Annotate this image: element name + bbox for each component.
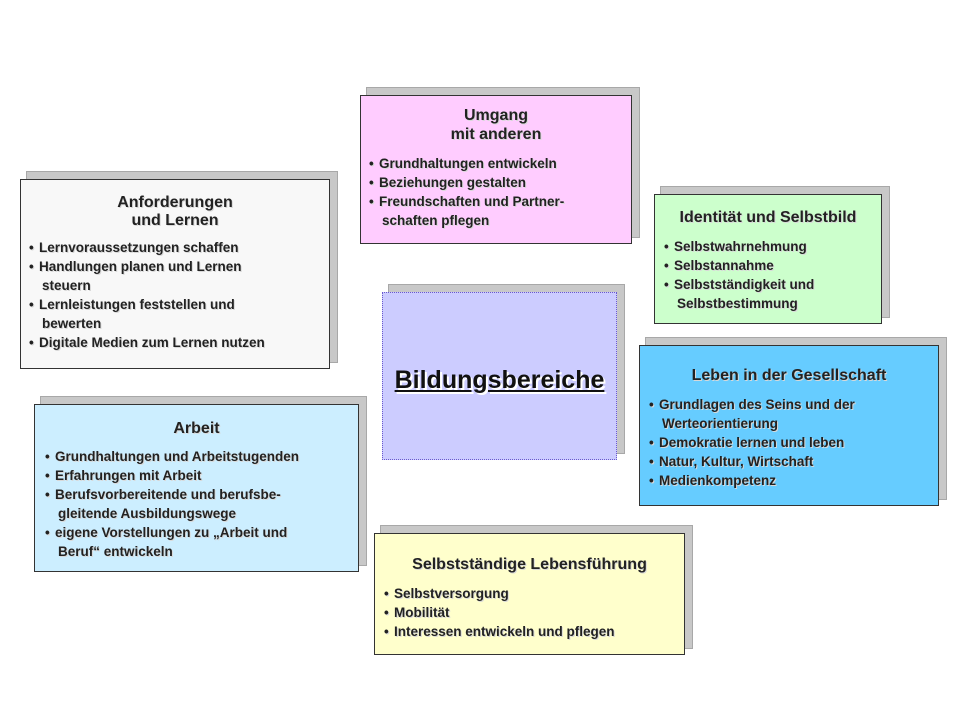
center-title: Bildungsbereiche: [394, 366, 605, 394]
list-item-line: Handlungen planen und Lernen: [39, 259, 242, 274]
list-item-continuation: gleitende Ausbildungswege: [58, 506, 237, 521]
identitaet-box: Identität und Selbstbild Selbstwahrnehmu…: [654, 194, 882, 324]
list-item: Freundschaften und Partner- schaften pfl…: [369, 192, 631, 230]
list-item: Berufsvorbereitende und berufsbe- gleite…: [45, 485, 358, 523]
list-item: Lernvoraussetzungen schaffen: [29, 238, 329, 257]
list-item: Grundhaltungen und Arbeitstugenden: [45, 447, 358, 466]
list-item-line: Berufsvorbereitende und berufsbe-: [55, 487, 281, 502]
identitaet-list: Selbstwahrnehmung Selbstannahme Selbstst…: [664, 237, 881, 313]
anforderungen-title: Anforderungen und Lernen: [21, 194, 329, 230]
anforderungen-list: Lernvoraussetzungen schaffen Handlungen …: [29, 238, 329, 352]
list-item: Erfahrungen mit Arbeit: [45, 466, 358, 485]
list-item-line: Grundlagen des Seins und der: [659, 397, 855, 412]
anforderungen-title-line1: Anforderungen: [117, 194, 233, 211]
umgang-title-line2: mit anderen: [450, 126, 542, 143]
list-item: Selbstwahrnehmung: [664, 237, 881, 256]
list-item: Medienkompetenz: [649, 471, 938, 490]
list-item: eigene Vorstellungen zu „Arbeit und Beru…: [45, 523, 358, 561]
list-item: Selbstannahme: [664, 256, 881, 275]
list-item: Mobilität: [384, 603, 684, 622]
list-item: Grundhaltungen entwickeln: [369, 154, 631, 173]
selbst-title: Selbstständige Lebensführung: [412, 556, 647, 573]
center-box: Bildungsbereiche: [382, 292, 617, 460]
list-item: Natur, Kultur, Wirtschaft: [649, 452, 938, 471]
leben-title: Leben in der Gesellschaft: [691, 367, 887, 384]
list-item-continuation: schaften pflegen: [382, 213, 490, 228]
arbeit-list: Grundhaltungen und Arbeitstugenden Erfah…: [45, 447, 358, 561]
anforderungen-title-line2: und Lernen: [131, 212, 219, 229]
arbeit-box: Arbeit Grundhaltungen und Arbeitstugende…: [34, 404, 359, 572]
list-item: Demokratie lernen und leben: [649, 433, 938, 452]
umgang-list: Grundhaltungen entwickeln Beziehungen ge…: [369, 154, 631, 230]
list-item-line: Selbstständigkeit und: [674, 277, 815, 292]
list-item: Handlungen planen und Lernen steuern: [29, 257, 329, 295]
list-item-continuation: Werteorientierung: [662, 416, 779, 431]
list-item-continuation: Selbstbestimmung: [677, 296, 798, 311]
list-item: Lernleistungen feststellen und bewerten: [29, 295, 329, 333]
list-item: Selbstständigkeit und Selbstbestimmung: [664, 275, 881, 313]
list-item: Beziehungen gestalten: [369, 173, 631, 192]
list-item-continuation: steuern: [42, 278, 91, 293]
list-item-line: Lernleistungen feststellen und: [39, 297, 235, 312]
list-item: Grundlagen des Seins und der Werteorient…: [649, 395, 938, 433]
list-item-line: Freundschaften und Partner-: [379, 194, 565, 209]
list-item: Digitale Medien zum Lernen nutzen: [29, 333, 329, 352]
list-item-continuation: Beruf“ entwickeln: [58, 544, 173, 559]
leben-box: Leben in der Gesellschaft Grundlagen des…: [639, 345, 939, 506]
list-item-continuation: bewerten: [42, 316, 102, 331]
identitaet-title: Identität und Selbstbild: [679, 209, 857, 226]
umgang-box: Umgang mit anderen Grundhaltungen entwic…: [360, 95, 632, 244]
arbeit-title: Arbeit: [173, 420, 220, 437]
umgang-title: Umgang mit anderen: [361, 106, 631, 144]
list-item: Selbstversorgung: [384, 584, 684, 603]
selbst-box: Selbstständige Lebensführung Selbstverso…: [374, 533, 685, 655]
selbst-list: Selbstversorgung Mobilität Interessen en…: [384, 584, 684, 641]
list-item-line: eigene Vorstellungen zu „Arbeit und: [55, 525, 288, 540]
leben-list: Grundlagen des Seins und der Werteorient…: [649, 395, 938, 490]
list-item: Interessen entwickeln und pflegen: [384, 622, 684, 641]
anforderungen-box: Anforderungen und Lernen Lernvoraussetzu…: [20, 179, 330, 369]
umgang-title-line1: Umgang: [464, 107, 528, 124]
